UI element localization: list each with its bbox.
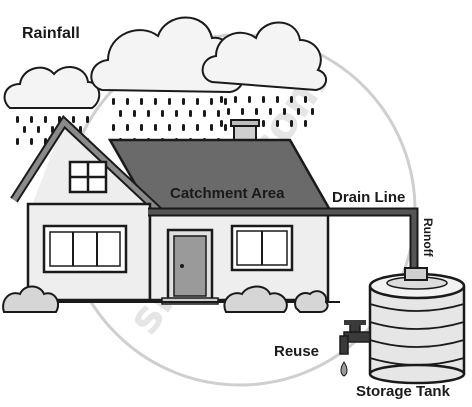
rain-drop-icon xyxy=(234,96,237,103)
bush-middle xyxy=(223,285,288,313)
rain-drop-icon xyxy=(290,96,293,103)
rain-drop-icon xyxy=(220,96,223,103)
rain-drop-icon xyxy=(72,116,75,123)
rain-drop-icon xyxy=(161,110,164,117)
storage-tank-label: Storage Tank xyxy=(356,383,451,400)
rain-drop-icon xyxy=(154,124,157,131)
rain-drop-icon xyxy=(283,108,286,115)
rain-drop-icon xyxy=(140,98,143,105)
rain-drop-icon xyxy=(220,120,223,127)
rain-drop-icon xyxy=(16,116,19,123)
rain-drop-icon xyxy=(241,108,244,115)
rain-drop-icon xyxy=(30,138,33,145)
rain-drop-icon xyxy=(16,138,19,145)
catchment-area-label: Catchment Area xyxy=(170,185,285,202)
rain-drop-icon xyxy=(175,110,178,117)
rain-drop-icon xyxy=(140,124,143,131)
bush-right xyxy=(294,290,329,313)
rain-drop-icon xyxy=(217,110,220,117)
gable-roof-inner xyxy=(11,118,162,214)
rain-drop-icon xyxy=(189,110,192,117)
cloud-left xyxy=(3,66,101,109)
front-window xyxy=(42,224,128,274)
rain-drop-icon xyxy=(112,98,115,105)
reuse-label: Reuse xyxy=(274,343,319,360)
rain-drop-icon xyxy=(126,124,129,131)
rain-drop-icon xyxy=(203,110,206,117)
rain-drop-icon xyxy=(182,124,185,131)
rain-drop-icon xyxy=(196,124,199,131)
chimney-cap xyxy=(230,119,260,127)
rain-drop-icon xyxy=(168,124,171,131)
rain-drop-icon xyxy=(276,120,279,127)
rain-drop-icon xyxy=(133,110,136,117)
drain-line-label: Drain Line xyxy=(332,189,405,206)
rain-drop-icon xyxy=(262,120,265,127)
rain-drop-icon xyxy=(224,124,227,131)
rain-drop-icon xyxy=(276,96,279,103)
rain-drop-icon xyxy=(304,120,307,127)
bush-left xyxy=(2,285,60,313)
rain-drop-icon xyxy=(227,108,230,115)
rain-drop-icon xyxy=(297,108,300,115)
rain-drop-icon xyxy=(30,116,33,123)
side-window xyxy=(230,224,294,272)
rain-drop-icon xyxy=(112,124,115,131)
runoff-label: Runoff xyxy=(421,218,435,258)
cloud-right xyxy=(201,21,327,92)
rain-drop-icon xyxy=(86,116,89,123)
rain-drop-icon xyxy=(304,96,307,103)
rain-drop-icon xyxy=(210,98,213,105)
rain-drop-icon xyxy=(44,116,47,123)
rain-drop-icon xyxy=(248,96,251,103)
drain-pipe-inner xyxy=(148,209,417,268)
attic-window xyxy=(68,160,108,194)
rain-drop-icon xyxy=(255,108,258,115)
water-drop-icon xyxy=(340,361,348,377)
rain-drop-icon xyxy=(154,98,157,105)
rainfall-label: Rainfall xyxy=(22,25,80,42)
rain-drop-icon xyxy=(23,126,26,133)
rain-drop-icon xyxy=(311,108,314,115)
rain-drop-icon xyxy=(210,124,213,131)
rain-drop-icon xyxy=(262,96,265,103)
storage-tank xyxy=(368,267,466,385)
rain-drop-icon xyxy=(269,108,272,115)
rain-drop-icon xyxy=(37,126,40,133)
rain-drop-icon xyxy=(147,110,150,117)
rain-drop-icon xyxy=(182,98,185,105)
door xyxy=(166,228,214,302)
rain-drop-icon xyxy=(119,110,122,117)
rain-drop-icon xyxy=(168,98,171,105)
rain-drop-icon xyxy=(126,98,129,105)
rain-drop-icon xyxy=(224,98,227,105)
tap-icon xyxy=(339,320,371,355)
rain-drop-icon xyxy=(196,98,199,105)
rain-drop-icon xyxy=(290,120,293,127)
